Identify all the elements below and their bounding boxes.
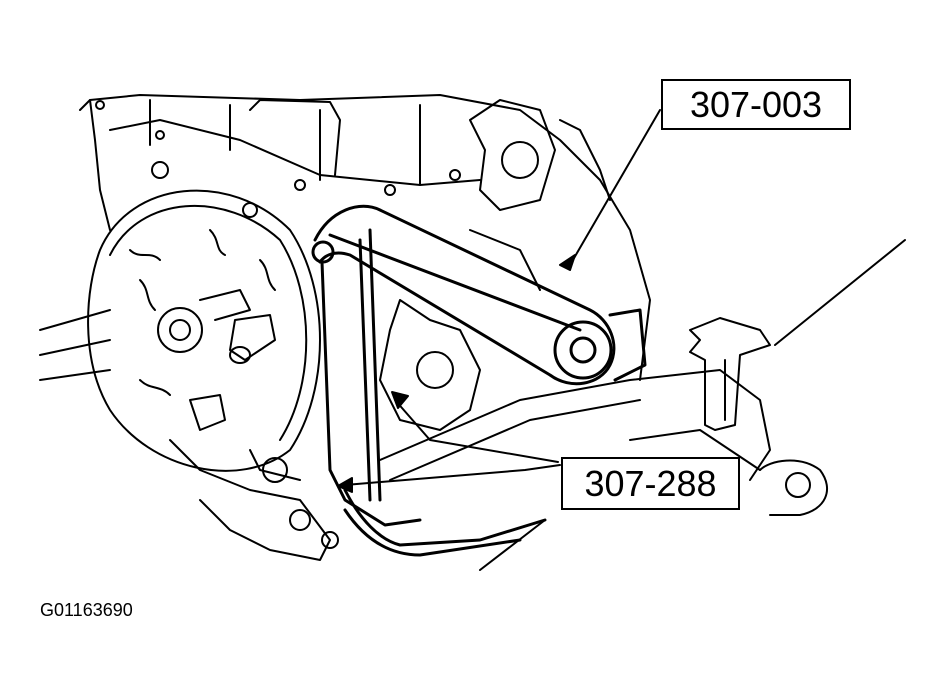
callout-label-tool-307-288: 307-288	[561, 457, 740, 510]
leader-lines	[337, 109, 906, 493]
figure-id-label: G01163690	[40, 600, 133, 620]
left-edge-lines	[39, 309, 111, 381]
lower-crossmember	[379, 369, 771, 571]
flywheel	[87, 189, 321, 472]
callout-label-tool-307-003: 307-003	[661, 79, 851, 130]
right-bracket	[629, 317, 829, 516]
tool-307-288	[320, 228, 547, 557]
engine-block	[79, 94, 651, 561]
